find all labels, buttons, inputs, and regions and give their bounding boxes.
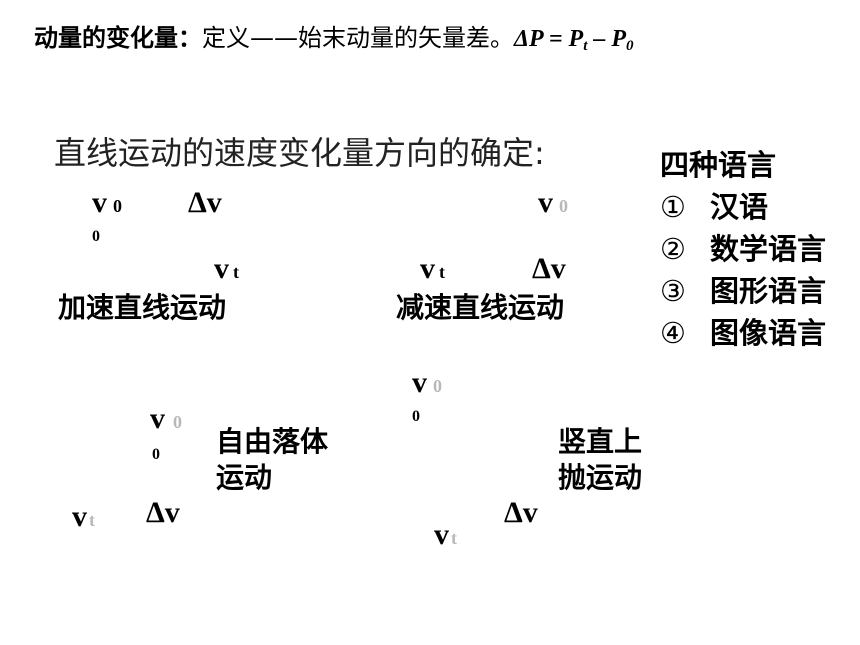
formula-sub-t: t — [583, 38, 588, 54]
vertical-throw-label: 竖直上 抛运动 — [558, 424, 642, 496]
item-label: 图像语言 — [710, 316, 827, 350]
delta-v-label: Δv — [532, 252, 566, 285]
item-label: 图形语言 — [710, 274, 827, 308]
formula-p: P — [568, 26, 584, 52]
formula-p0: P — [611, 26, 627, 52]
slide-header: 动量的变化量：定义——始末动量的矢量差。ΔP = Pt – P0 — [34, 18, 634, 55]
item-number: ③ — [660, 274, 686, 308]
v0-subscript-zero: 0 — [152, 446, 160, 463]
item-label: 汉语 — [710, 190, 769, 224]
item-number: ② — [660, 232, 686, 266]
v0-subscript-zero: 0 — [412, 408, 420, 425]
formula-equals: = — [542, 26, 569, 52]
v0-subscript-zero: 0 — [92, 228, 100, 245]
vertical-throw-line2: 抛运动 — [558, 461, 643, 494]
momentum-formula: ΔP = Pt – P0 — [514, 26, 634, 54]
delta-v-label: Δv — [146, 496, 180, 529]
item-label: 数学语言 — [710, 232, 827, 266]
accelerated-motion-label: 加速直线运动 — [58, 291, 227, 324]
four-languages-list: 四种语言 ① 汉语 ② 数学语言 ③ 图形语言 ④ 图像语言 — [660, 144, 826, 354]
vertical-throw-line1: 竖直上 — [558, 425, 643, 458]
item-number: ① — [660, 190, 686, 224]
language-item: ④ 图像语言 — [660, 312, 826, 354]
formula-sub-0: 0 — [626, 38, 634, 54]
item-number: ④ — [660, 316, 686, 350]
header-title: 动量的变化量： — [34, 24, 202, 52]
decelerated-motion-label: 减速直线运动 — [396, 291, 565, 324]
free-fall-line2: 运动 — [216, 461, 273, 494]
formula-minus: – — [587, 26, 612, 52]
free-fall-line1: 自由落体 — [216, 425, 329, 458]
language-item: ② 数学语言 — [660, 228, 826, 270]
header-definition: 定义——始末动量的矢量差。 — [202, 24, 514, 52]
formula-delta-p: ΔP — [514, 26, 543, 52]
languages-title: 四种语言 — [660, 148, 777, 182]
section-subtitle: 直线运动的速度变化量方向的确定: — [54, 134, 545, 172]
language-item: ③ 图形语言 — [660, 270, 826, 312]
delta-v-label: Δv — [504, 496, 538, 529]
language-item: ① 汉语 — [660, 186, 826, 228]
delta-v-label: Δv — [188, 186, 222, 219]
free-fall-label: 自由落体 运动 — [216, 424, 328, 496]
